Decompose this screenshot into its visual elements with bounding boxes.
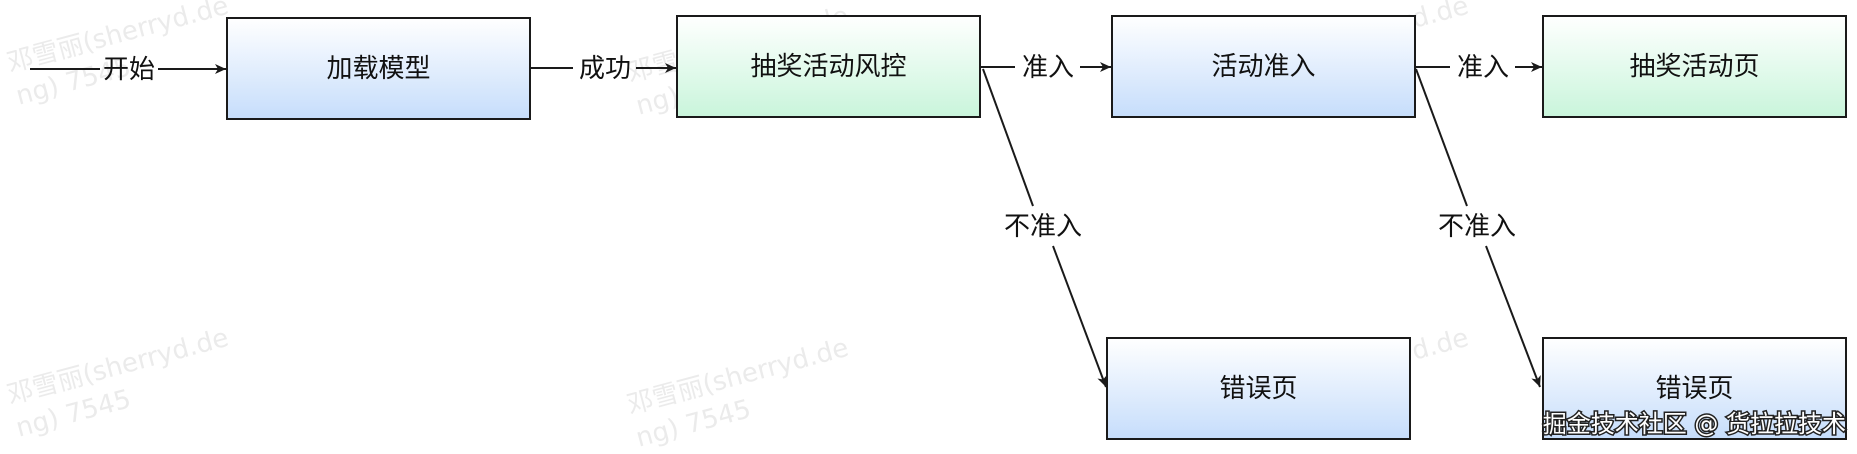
node-label: 错误页: [1219, 374, 1297, 404]
node-error-page-1[interactable]: 错误页: [1106, 337, 1411, 440]
edge-label-deny-2: 不准入: [1438, 212, 1516, 242]
node-label: 错误页: [1655, 374, 1733, 404]
node-label: 抽奖活动页: [1629, 52, 1759, 82]
edge-deny-1-line-a: [982, 68, 1034, 207]
node-activity-access[interactable]: 活动准入: [1111, 15, 1416, 118]
edges: [30, 62, 1542, 388]
edge-deny-1-line-b: [1052, 245, 1107, 388]
node-load-model[interactable]: 加载模型: [226, 17, 531, 120]
node-label: 抽奖活动风控: [750, 52, 906, 82]
node-lottery-risk-control[interactable]: 抽奖活动风控: [676, 15, 981, 118]
edge-label-deny-1: 不准入: [1004, 212, 1082, 242]
node-label: 加载模型: [326, 54, 430, 84]
edge-deny-2-line-b: [1485, 245, 1541, 388]
watermark-bottom-center: 邓雪丽(sherryd.de ng) 7545: [624, 333, 852, 454]
edge-label-success: 成功: [579, 54, 631, 84]
edge-labels: 开始 成功 准入 准入 不准入 不准入: [103, 53, 1516, 242]
watermark-bottom-left: 邓雪丽(sherryd.de ng) 7545: [4, 323, 232, 444]
node-error-page-2[interactable]: 错误页: [1542, 337, 1847, 440]
node-label: 活动准入: [1211, 52, 1315, 82]
edge-label-allow-1: 准入: [1022, 53, 1074, 83]
node-lottery-page[interactable]: 抽奖活动页: [1542, 15, 1847, 118]
edge-label-allow-2: 准入: [1457, 53, 1509, 83]
edge-label-start: 开始: [103, 55, 155, 85]
edge-deny-2-line-a: [1415, 68, 1468, 207]
credit-text: 掘金技术社区 @ 货拉拉技术: [1543, 410, 1846, 438]
